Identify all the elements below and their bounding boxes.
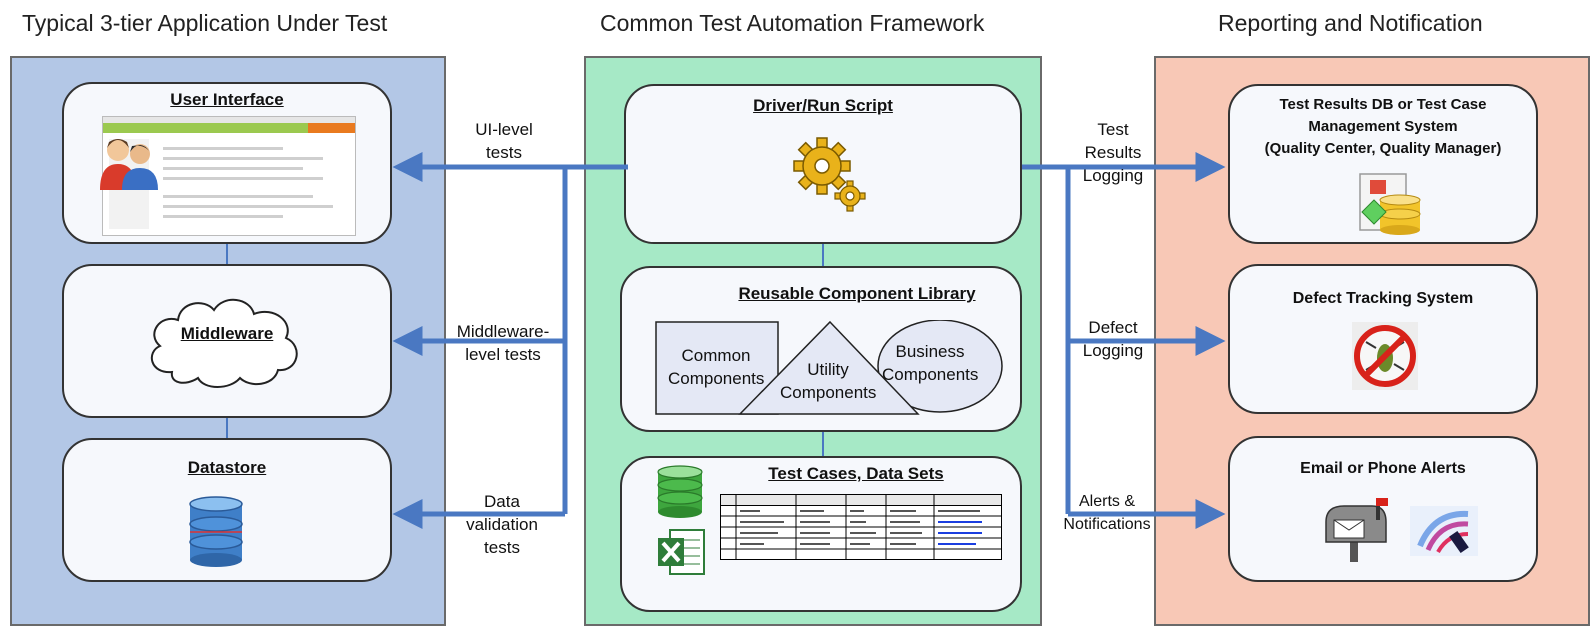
test-results-logging-label: Test Results Logging [1068, 118, 1158, 187]
label-line: Data [484, 492, 520, 511]
middleware-card: Middleware [62, 264, 392, 418]
test-results-db-card: Test Results DB or Test Case Management … [1228, 84, 1538, 244]
business-components-label: Business Components [882, 340, 978, 386]
cloud-icon [150, 299, 298, 388]
label-line: Common [681, 346, 751, 365]
no-bug-icon [1352, 322, 1418, 390]
driver-run-script-card: Driver/Run Script [624, 84, 1022, 244]
test-cases-data-sets-card: Test Cases, Data Sets [620, 456, 1022, 612]
email-phone-alerts-card: Email or Phone Alerts [1228, 436, 1538, 582]
label-line: level tests [465, 345, 541, 364]
label-line: Business [895, 342, 965, 361]
defect-title: Defect Tracking System [1292, 290, 1474, 307]
database-icon [189, 496, 243, 567]
users-icon [100, 139, 158, 190]
ui-screenshot-thumbnail [102, 116, 356, 236]
gears-icon [793, 137, 866, 212]
label-line: Notifications [1063, 516, 1151, 533]
right-column-title: Reporting and Notification [1218, 10, 1483, 36]
center-column-title: Common Test Automation Framework [600, 10, 985, 36]
label-line: tests [484, 538, 520, 557]
card-title: User Interface [170, 90, 284, 109]
card-title: Test Cases, Data Sets [768, 464, 944, 483]
connector [226, 242, 228, 264]
mailbox-icon [1325, 498, 1388, 562]
results-title-line-2: Management System [1308, 118, 1458, 135]
user-interface-card: User Interface [62, 82, 392, 244]
label-line: Logging [1082, 341, 1144, 360]
components-diagram [655, 320, 1003, 415]
label-line: validation [466, 515, 538, 534]
common-components-label: Common Components [668, 344, 764, 390]
label-line: Components [780, 383, 877, 402]
label-line: Components [668, 369, 765, 388]
utility-components-label: Utility Components [780, 358, 876, 404]
test-data-table-thumbnail [720, 494, 1002, 560]
connector [226, 417, 228, 439]
phone-signal-icon [1410, 506, 1478, 556]
middleware-tests-label: Middleware- level tests [442, 320, 564, 366]
database-document-icon [1359, 173, 1421, 235]
connector [822, 244, 824, 266]
label-line: tests [486, 143, 522, 162]
label-line: UI-level [475, 120, 533, 139]
data-validation-tests-label: Data validation tests [452, 490, 552, 559]
reusable-component-library-card: Reusable Component Library Common Compon… [620, 266, 1022, 432]
label-line: Test [1097, 120, 1129, 139]
defect-logging-label: Defect Logging [1068, 316, 1158, 362]
datastore-card: Datastore [62, 438, 392, 582]
alerts-title: Email or Phone Alerts [1300, 460, 1466, 477]
connector [822, 432, 824, 456]
results-title-line-3: (Quality Center, Quality Manager) [1264, 140, 1502, 157]
label-line: Alerts & [1078, 493, 1135, 510]
card-title: Reusable Component Library [738, 284, 976, 303]
card-title: Driver/Run Script [753, 96, 893, 115]
defect-tracking-card: Defect Tracking System [1228, 264, 1538, 414]
left-column-title: Typical 3-tier Application Under Test [22, 10, 388, 36]
excel-icon [658, 529, 705, 575]
label-line: Logging [1082, 166, 1144, 185]
card-title: Middleware [180, 324, 274, 343]
ui-tests-label: UI-level tests [454, 118, 554, 164]
green-database-icon [657, 465, 703, 518]
label-line: Components [882, 365, 979, 384]
results-title-line-1: Test Results DB or Test Case [1279, 96, 1487, 113]
alerts-notifications-label: Alerts & Notifications [1052, 490, 1162, 536]
label-line: Utility [807, 360, 849, 379]
label-line: Results [1084, 143, 1142, 162]
label-line: Middleware- [456, 322, 550, 341]
card-title: Datastore [187, 458, 267, 477]
label-line: Defect [1088, 318, 1138, 337]
